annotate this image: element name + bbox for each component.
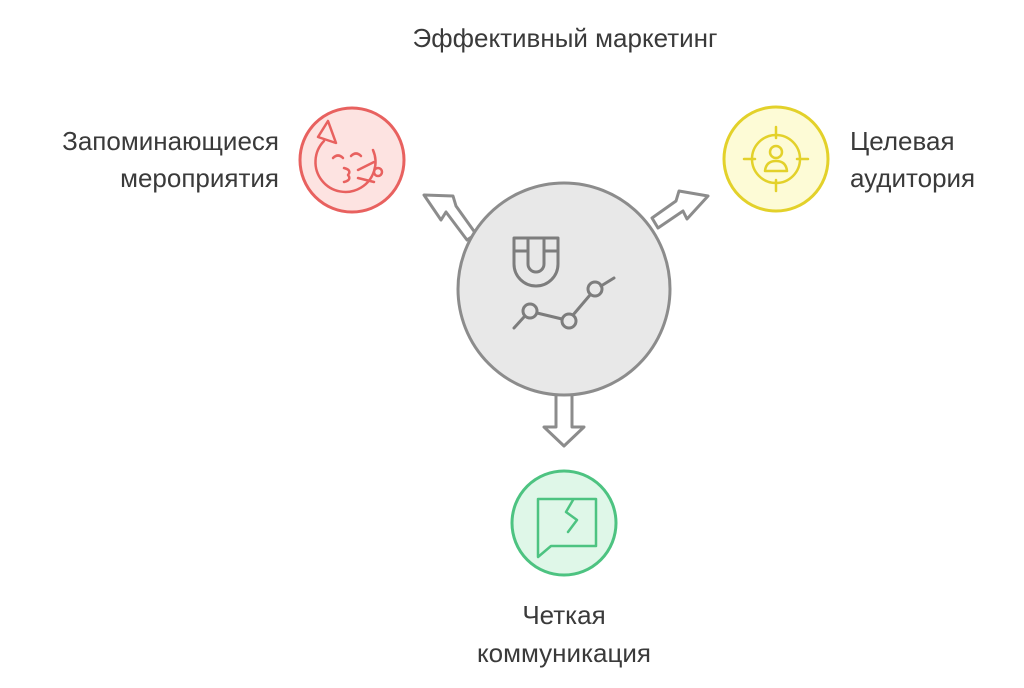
magnet-growth-chart-icon [512,236,616,330]
events-label-line2: мероприятия [120,163,279,193]
audience-label-line1: Целевая [850,126,955,156]
party-face-icon [314,119,384,194]
node-events [298,106,406,214]
node-audience [722,105,830,213]
audience-label-line2: аудитория [850,163,975,193]
center-hub [456,181,672,397]
events-label-line1: Запоминающиеся [62,126,279,156]
chat-bubble-icon [536,497,598,559]
target-user-icon [742,125,810,193]
arrow-to-events [422,193,478,242]
node-communication [510,469,618,577]
diagram-title: Эффективный маркетинг [413,23,718,53]
communication-label-line1: Четкая [522,600,605,630]
communication-label-line2: коммуникация [477,638,651,668]
arrow-to-audience [650,189,710,230]
